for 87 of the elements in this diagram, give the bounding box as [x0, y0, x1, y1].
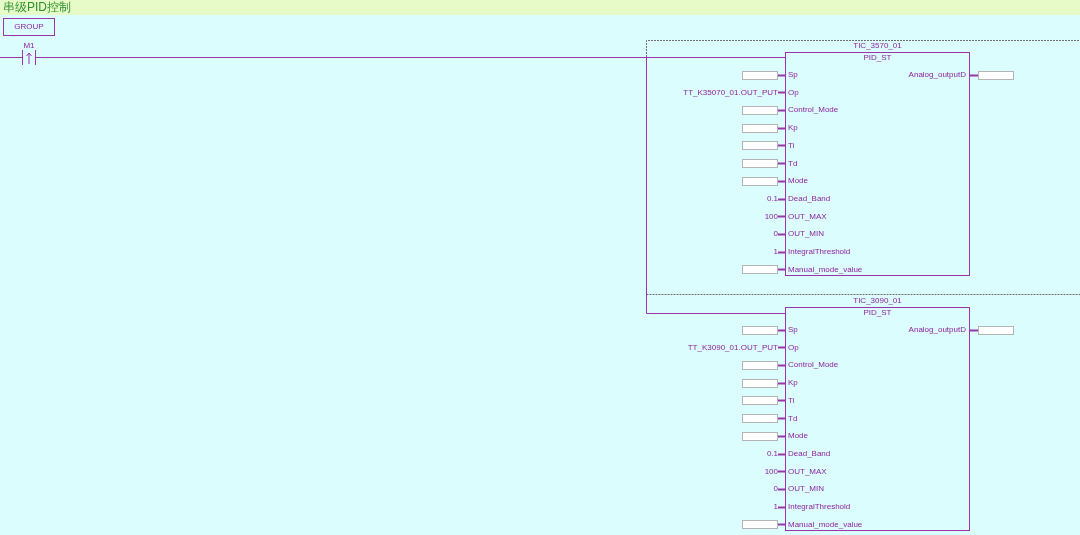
pin-name: Dead_Band	[786, 449, 831, 460]
wire	[777, 399, 787, 402]
wire	[777, 435, 787, 438]
pin-name: IntegralThreshold	[786, 247, 851, 258]
pin-name: Ti	[786, 395, 795, 406]
wire	[777, 364, 787, 367]
diagram-title: 串级PID控制	[3, 0, 71, 15]
pin-name: Control_Mode	[786, 360, 839, 371]
pin-name: Sp	[786, 325, 798, 335]
input-value: TT_K3090_01.OUT_PUT	[687, 342, 778, 353]
input-field	[742, 70, 778, 80]
wire	[777, 346, 787, 349]
input-field	[742, 378, 778, 388]
input-field	[742, 159, 778, 169]
pin-name: OUT_MIN	[786, 229, 824, 240]
wire	[777, 215, 787, 218]
pin-name: Td	[786, 413, 798, 424]
input-value: 1	[773, 502, 778, 513]
input-field	[742, 265, 778, 275]
pin-name: Analog_outputD	[908, 70, 969, 80]
wire	[777, 162, 787, 165]
wire	[777, 453, 787, 456]
wire	[777, 523, 787, 526]
wire	[35, 57, 786, 314]
wire	[777, 268, 787, 271]
input-field	[742, 105, 778, 115]
output-field	[978, 70, 1014, 80]
group-box: GROUP	[3, 18, 55, 36]
wire	[777, 329, 787, 332]
input-field	[742, 325, 778, 335]
pin-name: OUT_MIN	[786, 484, 824, 495]
input-field	[742, 520, 778, 530]
wire	[777, 382, 787, 385]
input-value: 1	[773, 247, 778, 258]
pin-name: Td	[786, 158, 798, 169]
contact-label: M1	[22, 41, 36, 50]
pin-name: Analog_outputD	[908, 325, 969, 335]
wire	[968, 329, 979, 332]
input-value: TT_K35070_01.OUT_PUT	[683, 87, 778, 98]
pin-name: Control_Mode	[786, 105, 839, 116]
pin-name: Kp	[786, 123, 798, 134]
pin-name: Op	[786, 87, 799, 98]
input-field	[742, 431, 778, 441]
pin-name: Dead_Band	[786, 194, 831, 205]
pin-name: Op	[786, 342, 799, 353]
input-value: 0.1	[766, 194, 778, 205]
pin-name: Manual_mode_value	[786, 264, 863, 275]
block-type-name: PID_ST	[863, 308, 892, 318]
input-value: 0	[773, 229, 778, 240]
output-field	[978, 325, 1014, 335]
wire	[777, 506, 787, 509]
wire	[777, 233, 787, 236]
wire	[777, 91, 787, 94]
wire	[777, 109, 787, 112]
wire	[777, 127, 787, 130]
pin-name: Kp	[786, 378, 798, 389]
pin-name: IntegralThreshold	[786, 502, 851, 513]
input-field	[742, 141, 778, 151]
wire	[0, 57, 23, 58]
pin-name: Sp	[786, 70, 798, 80]
pin-name: OUT_MAX	[786, 466, 827, 477]
block-instance-name: TIC_3570_01	[853, 41, 902, 51]
input-field	[742, 414, 778, 424]
block-type-name: PID_ST	[863, 53, 892, 63]
pin-name: Mode	[786, 431, 808, 442]
wire	[777, 470, 787, 473]
wire	[777, 144, 787, 147]
wire	[777, 488, 787, 491]
input-value: 0.1	[766, 449, 778, 460]
wire	[777, 180, 787, 183]
pin-name: Manual_mode_value	[786, 519, 863, 530]
input-value: 100	[764, 211, 778, 222]
input-value: 0	[773, 484, 778, 495]
input-field	[742, 176, 778, 186]
input-field	[742, 360, 778, 370]
wire	[777, 198, 787, 201]
wire	[777, 417, 787, 420]
pin-name: Ti	[786, 140, 795, 151]
wire	[968, 74, 979, 77]
pin-name: Mode	[786, 176, 808, 187]
input-field	[742, 123, 778, 133]
pin-name: OUT_MAX	[786, 211, 827, 222]
wire	[777, 251, 787, 254]
input-value: 100	[764, 466, 778, 477]
input-field	[742, 396, 778, 406]
wire	[777, 74, 787, 77]
block-instance-name: TIC_3090_01	[853, 296, 902, 306]
